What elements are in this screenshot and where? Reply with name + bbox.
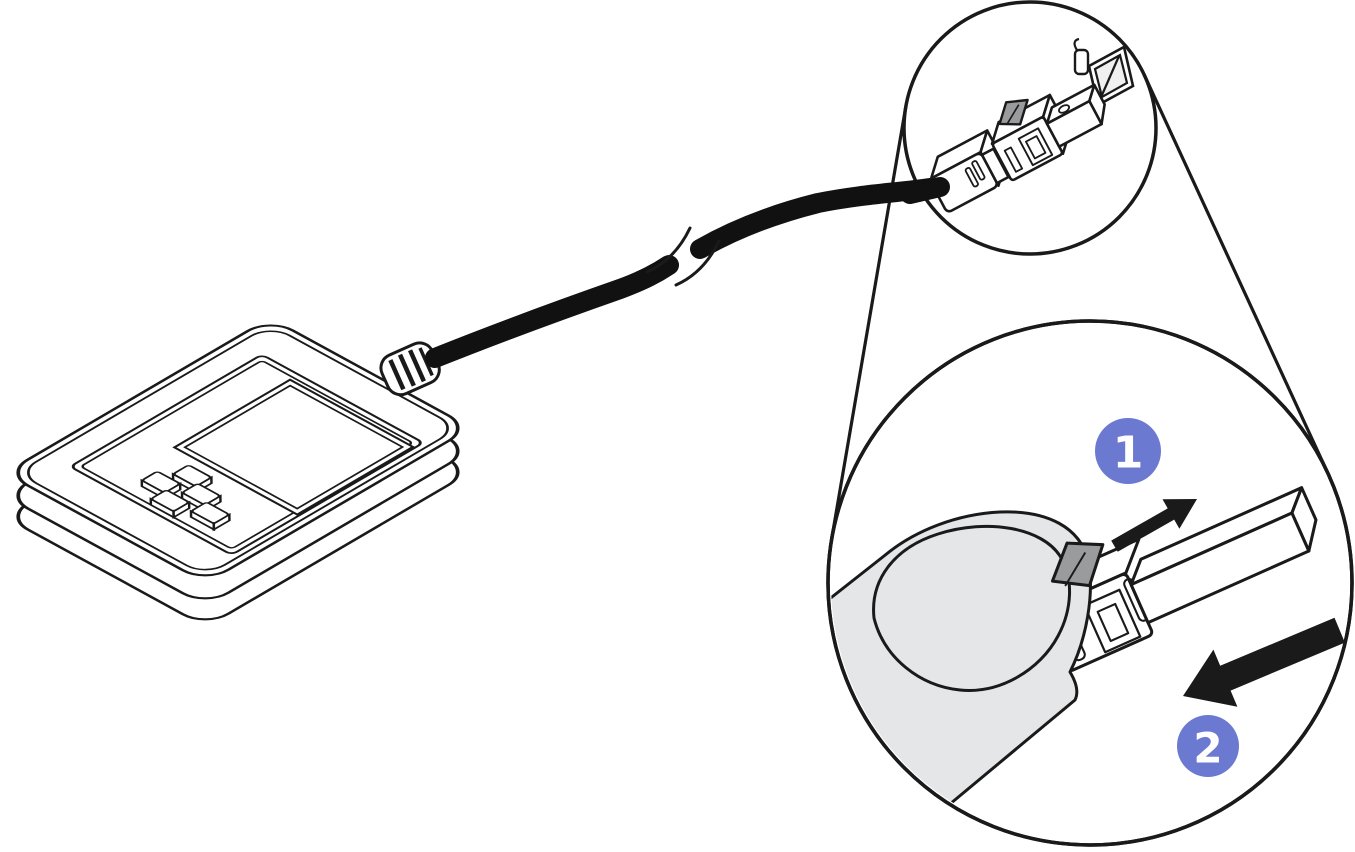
- cable-end: [900, 177, 950, 204]
- cable-segment-device: [425, 255, 679, 368]
- latch-arm-frame: [1083, 588, 1142, 654]
- latch-crease: [1064, 551, 1087, 587]
- step-badge-2: 2: [1177, 715, 1239, 777]
- pull-out-arrow: [1183, 617, 1345, 707]
- callout-projection-line-right: [1142, 74, 1330, 474]
- plug-tip: [1045, 99, 1103, 148]
- callout-circle-steps-outline: [826, 319, 1354, 847]
- diagnostics-handset: [16, 324, 460, 621]
- plug-tip-hole: [1058, 104, 1071, 114]
- fingertip-contour: [872, 524, 1071, 692]
- press-latch-arrow: [1111, 499, 1197, 552]
- boot-slot: [971, 160, 986, 181]
- cable-strain-relief: [379, 341, 441, 397]
- latch-arm-window: [1025, 135, 1047, 160]
- step-badge-2-circle: [1177, 715, 1239, 777]
- step-badge-2-label: 2: [1193, 724, 1222, 773]
- handset-face-rim: [27, 330, 449, 571]
- latch-crease: [1006, 104, 1020, 126]
- step-badge-1: 1: [1095, 418, 1161, 484]
- cable-break-mark: [674, 239, 721, 287]
- handset-button: [189, 502, 231, 532]
- port-label-icon: [1073, 37, 1090, 76]
- latch-arm-window: [1096, 602, 1130, 643]
- callout-projection-line-left: [830, 106, 908, 539]
- step-badge-1-circle: [1095, 418, 1161, 484]
- latch-arm-slot: [1003, 146, 1024, 173]
- plug-body: [1129, 511, 1311, 625]
- handset-buttons: [140, 465, 231, 532]
- handset-screen-inner: [183, 384, 405, 510]
- boot-slot: [964, 167, 979, 188]
- handset-button: [149, 490, 191, 520]
- connector-latch-zoomed-group: [1050, 541, 1105, 588]
- cable-connector: [929, 83, 1106, 213]
- latch-arm-frame: [1017, 127, 1054, 167]
- step-badge-1-label: 1: [1113, 428, 1144, 479]
- port-opening-edge: [1100, 55, 1121, 96]
- diagnostics-port: [1087, 45, 1135, 107]
- cable-break-mark: [645, 226, 692, 274]
